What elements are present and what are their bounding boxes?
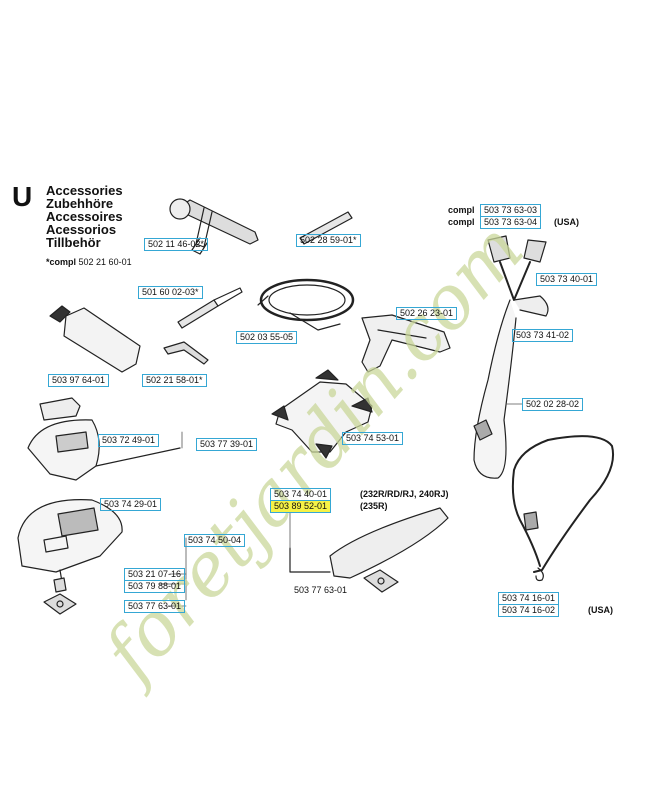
- leader-lines: [159, 403, 523, 607]
- usa-note-1: (USA): [554, 217, 579, 227]
- strap-drawing: [511, 435, 614, 582]
- part-label-strap-pad[interactable]: 503 73 41-02: [512, 329, 574, 342]
- hex-key-drawing: [163, 341, 209, 365]
- title-es: Acessorios: [46, 222, 117, 237]
- section-letter: U: [12, 181, 33, 212]
- models-note-b: (235R): [360, 501, 388, 511]
- usa-note-2: (USA): [588, 605, 613, 615]
- models-note-a: (232R/RD/RJ, 240RJ): [360, 489, 449, 499]
- part-label-hex-key[interactable]: 502 21 58-01*: [142, 374, 207, 387]
- compl-part-number[interactable]: 502 21 60-01: [78, 257, 132, 267]
- section-titles: Accessories Zubehhöre Accessoires Acesso…: [46, 184, 123, 249]
- part-label-large-guard[interactable]: 503 74 29-01: [100, 498, 162, 511]
- part-label-ring[interactable]: 502 03 55-05: [236, 331, 298, 344]
- part-label-hip-guard[interactable]: 502 02 28-02: [522, 398, 584, 411]
- part-label-guard-235r[interactable]: 503 89 52-01: [270, 500, 332, 513]
- title-fr: Accessoires: [46, 209, 123, 224]
- part-label-grease[interactable]: 503 97 64-01: [48, 374, 110, 387]
- part-label-plate-left[interactable]: 503 77 63-01: [124, 600, 186, 613]
- screwdriver-drawing: [177, 287, 243, 329]
- compl-note-1: compl: [448, 205, 475, 215]
- title-sv: Tillbehör: [46, 235, 101, 250]
- part-label-rod[interactable]: 502 28 59-01*: [296, 234, 361, 247]
- part-label-harness-compl-usa[interactable]: 503 73 63-04: [480, 216, 542, 229]
- compl-kit-line: *compl 502 21 60-01: [46, 257, 132, 267]
- title-de: Zubehhöre: [46, 196, 114, 211]
- part-label-plate-right[interactable]: 503 77 63-01: [294, 585, 348, 595]
- part-label-small-guard[interactable]: 503 72 49-01: [98, 434, 160, 447]
- compl-note-2: compl: [448, 217, 475, 227]
- part-label-buckle[interactable]: 503 73 40-01: [536, 273, 598, 286]
- part-label-guard-kit[interactable]: 503 74 50-04: [184, 534, 246, 547]
- part-label-spanner[interactable]: 502 11 46-02*: [144, 238, 208, 251]
- title-en: Accessories: [46, 183, 123, 198]
- part-label-small-guard-alt[interactable]: 503 77 39-01: [196, 438, 258, 451]
- small-guard-drawing: [27, 397, 181, 481]
- compl-prefix: *compl: [46, 257, 77, 267]
- part-label-screwdriver[interactable]: 501 60 02-03*: [138, 286, 203, 299]
- shoulder-harness-drawing: [473, 235, 549, 479]
- ring-drawing: [257, 278, 355, 331]
- large-guard-drawing: [17, 499, 123, 615]
- right-guard-drawing: [289, 507, 449, 593]
- part-label-bracket[interactable]: 503 74 53-01: [342, 432, 404, 445]
- grease-tube-drawing: [49, 305, 141, 373]
- part-label-hip-pad[interactable]: 502 26 23-01: [396, 307, 458, 320]
- hip-pad-drawing: [361, 314, 451, 373]
- part-label-knife[interactable]: 503 79 88-01: [124, 580, 186, 593]
- rod-drawing: [299, 211, 353, 245]
- spanner-drawing: [169, 198, 259, 255]
- part-label-shoulder-strap-usa[interactable]: 503 74 16-02: [498, 604, 560, 617]
